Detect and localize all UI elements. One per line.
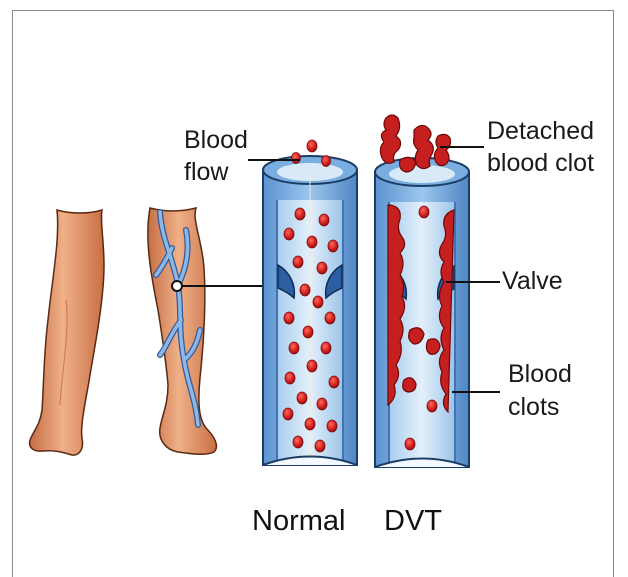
detached-clot-label-line2: blood clot bbox=[487, 148, 594, 179]
detached-clot-label-line1: Detached bbox=[487, 116, 594, 147]
normal-vein bbox=[263, 140, 357, 465]
dvt-leg bbox=[148, 208, 217, 454]
leg-pointer-dot bbox=[172, 281, 182, 291]
blood-clots-label-line1: Blood bbox=[508, 359, 572, 390]
dvt-vein bbox=[375, 115, 469, 467]
dvt-caption: DVT bbox=[384, 504, 442, 538]
blood-flow-label-line1: Blood bbox=[184, 125, 248, 156]
normal-leg bbox=[30, 210, 104, 455]
blood-clots-label-line2: clots bbox=[508, 392, 559, 423]
blood-flow-label-line2: flow bbox=[184, 157, 228, 188]
normal-caption: Normal bbox=[252, 504, 345, 538]
valve-label: Valve bbox=[502, 266, 563, 297]
